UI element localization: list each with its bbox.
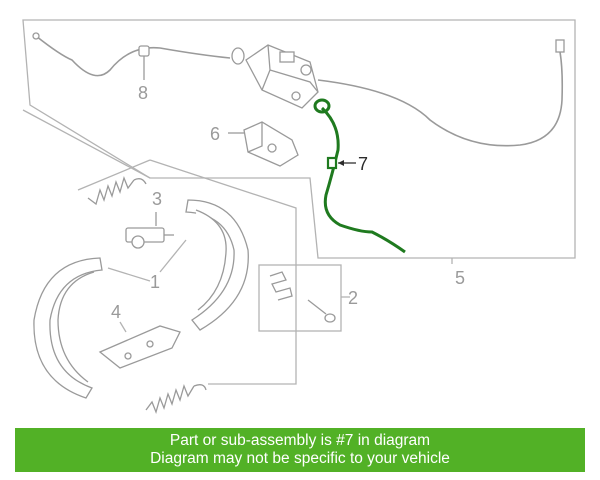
pin-part-2 <box>307 299 336 323</box>
cable-right <box>317 51 564 147</box>
cable-left <box>35 35 231 77</box>
banner-line-2: Diagram may not be specific to your vehi… <box>150 450 450 467</box>
leader-1 <box>107 239 187 282</box>
spring-upper <box>87 175 147 206</box>
brake-actuator-unit <box>245 44 319 109</box>
cable-end-right <box>555 39 565 53</box>
brake-shoe-right <box>185 199 249 331</box>
info-banner: Part or sub-assembly is #7 in diagram Di… <box>15 428 585 472</box>
box-part-2 <box>258 264 342 332</box>
callout-4: 4 <box>111 302 121 322</box>
callout-5: 5 <box>455 268 465 288</box>
callout-8: 8 <box>138 83 148 103</box>
callout-3: 3 <box>152 189 162 209</box>
callout-7: 7 <box>358 154 368 174</box>
spring-lower <box>145 383 207 415</box>
callout-2: 2 <box>348 288 358 308</box>
clip-part-8 <box>138 45 150 80</box>
bracket-part-6 <box>243 121 299 167</box>
lever-plate-part-4 <box>98 325 181 369</box>
cable-end-left <box>32 32 40 40</box>
adjuster-part-3 <box>125 212 174 249</box>
arrow-7 <box>338 160 344 166</box>
leader-4 <box>119 321 127 333</box>
brake-frame-1 <box>77 159 297 385</box>
callout-6: 6 <box>210 124 220 144</box>
grommet <box>231 47 245 65</box>
callout-1: 1 <box>150 272 160 292</box>
banner-line-1: Part or sub-assembly is #7 in diagram <box>169 432 431 449</box>
cable-part-7-highlighted <box>313 98 406 254</box>
brake-shoe-left <box>33 257 103 399</box>
assembly-frame-5 <box>22 19 576 259</box>
spring-part-2 <box>269 271 293 301</box>
